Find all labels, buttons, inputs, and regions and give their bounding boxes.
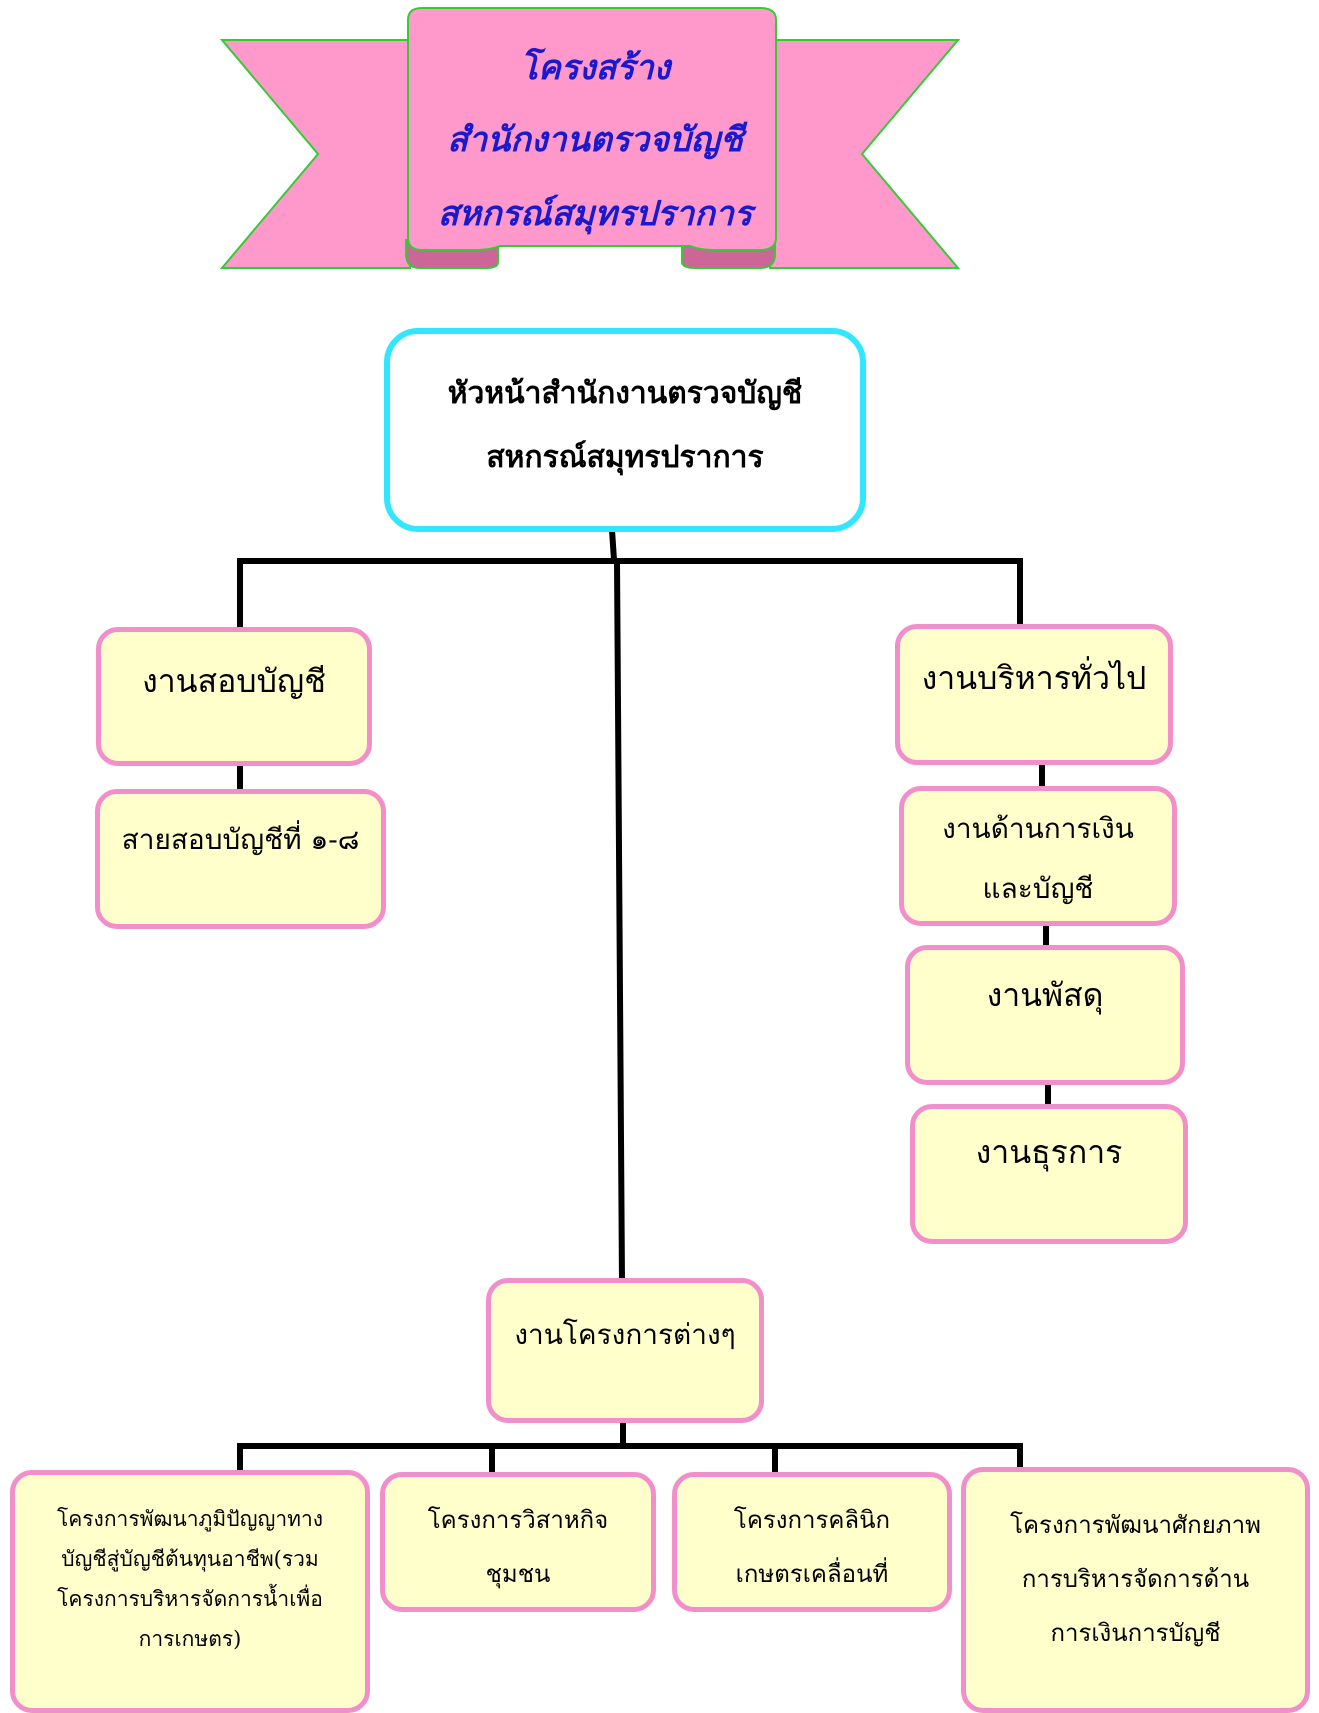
finance-unit-box: งานด้านการเงิน และบัญชี [899,786,1177,926]
audit-lines-label: สายสอบบัญชีที่ ๑-๘ [121,823,360,856]
project-4-line-2: การบริหารจัดการด้าน [1021,1565,1250,1593]
head-office-box: หัวหน้าสำนักงานตรวจบัญชี สหกรณ์สมุทรปราก… [384,328,866,532]
banner-title-line-1: โครงสร้าง [519,48,671,88]
head-line-2: สหกรณ์สมุทรปราการ [486,440,764,475]
admin-unit-label: งานบริหารทั่วไป [921,659,1147,697]
banner-title-line-3: สหกรณ์สมุทรปราการ [437,194,753,234]
supply-unit-box: งานพัสดุ [905,945,1185,1085]
project-4-line-3: การเงินการบัญชี [1050,1619,1221,1647]
project-3-line-2: เกษตรเคลื่อนที่ [735,1560,889,1588]
project-2-line-1: โครงการวิสาหกิจ [427,1506,609,1534]
admin-unit-box: งานบริหารทั่วไป [895,624,1173,765]
clerical-unit-box: งานธุรการ [910,1104,1188,1244]
head-line-1: หัวหน้าสำนักงานตรวจบัญชี [447,376,803,411]
finance-line-2: และบัญชี [982,872,1094,905]
project-1-line-1: โครงการพัฒนาภูมิปัญญาทาง [56,1507,324,1531]
project-box-1: โครงการพัฒนาภูมิปัญญาทาง บัญชีสู่บัญชีต้… [10,1470,370,1713]
project-3-line-1: โครงการคลินิก [733,1506,891,1534]
banner-left-tail [219,39,411,269]
finance-line-1: งานด้านการเงิน [942,812,1134,845]
connector-to-projects [613,557,626,1287]
project-2-line-2: ชุมชน [485,1560,551,1588]
connector-head-down [608,526,618,564]
projects-unit-label: งานโครงการต่างๆ [514,1318,736,1351]
project-1-line-2: บัญชีสู่บัญชีต้นทุนอาชีพ(รวม [61,1547,319,1571]
banner-title-line-2: สำนักงานตรวจบัญชี [447,120,743,160]
project-box-4: โครงการพัฒนาศักยภาพ การบริหารจัดการด้าน … [961,1467,1310,1713]
audit-unit-box: งานสอบบัญชี [96,627,372,766]
audit-unit-label: งานสอบบัญชี [142,662,326,700]
project-box-2: โครงการวิสาหกิจ ชุมชน [380,1472,656,1612]
supply-unit-label: งานพัสดุ [986,976,1104,1014]
project-4-line-1: โครงการพัฒนาศักยภาพ [1010,1511,1261,1539]
project-1-line-3: โครงการบริหารจัดการน้ำเพื่อ [57,1587,323,1611]
title-banner [219,7,961,269]
project-box-3: โครงการคลินิก เกษตรเคลื่อนที่ [672,1472,952,1612]
clerical-unit-label: งานธุรการ [975,1133,1123,1171]
banner-center-panel [407,7,777,251]
project-1-line-4: การเกษตร) [138,1627,242,1651]
audit-lines-box: สายสอบบัญชีที่ ๑-๘ [95,789,386,929]
projects-unit-box: งานโครงการต่างๆ [486,1278,764,1423]
